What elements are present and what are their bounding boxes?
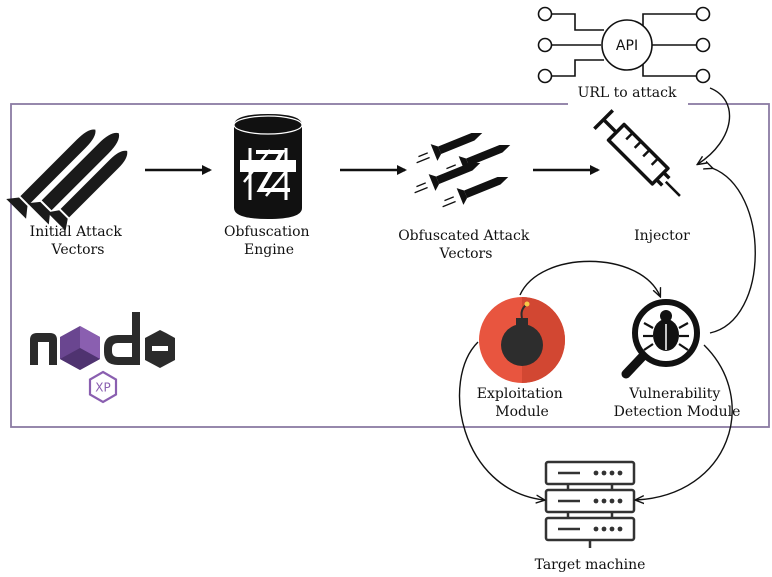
arrow-api-to-injector: [698, 87, 731, 164]
system-frame: [10, 103, 770, 428]
bug-magnifier-icon: [621, 299, 700, 379]
label-target-machine: Target machine: [535, 557, 646, 573]
api-icon-text: API: [616, 38, 638, 54]
missiles-icon: [6, 129, 128, 231]
arrow-vulnerability-to-target: [636, 344, 733, 500]
node-xp-badge-text: XP: [95, 381, 110, 395]
flow-arrows: [145, 87, 756, 500]
database-cylinder-icon: [233, 114, 303, 219]
label-injector: Injector: [634, 228, 690, 244]
rockets-icon: [414, 133, 511, 208]
arrow-injector-vulnerability-loop: [710, 168, 756, 334]
label-obfuscated-attack-vectors: Obfuscated Attack Vectors: [398, 228, 534, 262]
label-exploitation-module: Exploitation Module: [477, 386, 567, 420]
label-url-to-attack: URL to attack: [578, 85, 677, 101]
server-rack-icon: [544, 460, 636, 548]
arrow-exploitation-to-target: [458, 341, 544, 500]
label-obfuscation-engine: Obfuscation Engine: [224, 224, 314, 258]
api-network-icon: [537, 6, 711, 84]
label-initial-attack-vectors: Initial Attack Vectors: [30, 224, 127, 258]
node-xp-logo: [30, 312, 175, 404]
arrow-exploitation-to-vulnerability: [519, 260, 660, 296]
label-vulnerability-detection-module: Vulnerability Detection Module: [614, 386, 741, 420]
bomb-icon: [479, 297, 565, 383]
syringe-icon: [593, 109, 681, 197]
